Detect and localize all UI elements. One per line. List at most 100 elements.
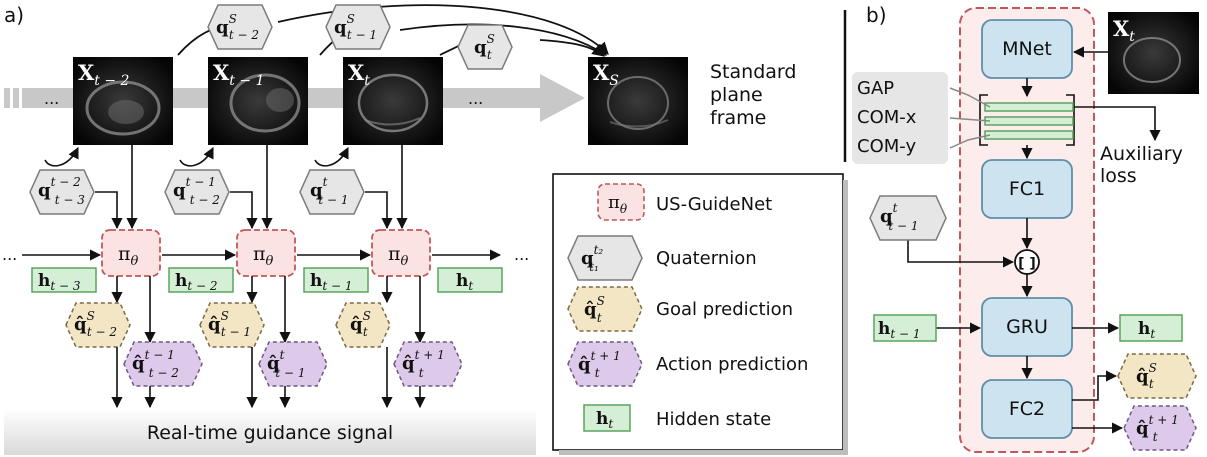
- frame-label-standard: XS: [593, 60, 619, 89]
- quat-sup: t − 2: [51, 175, 81, 189]
- quat-sym: q: [880, 206, 893, 227]
- action-sym: q̂: [402, 353, 415, 374]
- recurrent-ellipsis-right: ...: [514, 245, 529, 264]
- action-out-hex: [1123, 405, 1197, 451]
- action-sup: t: [280, 348, 285, 362]
- policy-sub: θ: [266, 254, 274, 269]
- legend-swatch-guidenet: [597, 183, 645, 221]
- quat-sup: S: [487, 32, 495, 46]
- goal-sym: q̂: [208, 314, 221, 335]
- fc1-label: FC1: [1009, 178, 1045, 200]
- frame-label-sub: t − 2: [94, 73, 129, 89]
- action-sup: t + 1: [1149, 413, 1179, 427]
- legend-sym: q̂: [578, 354, 591, 375]
- prev-quat-hex: [869, 195, 947, 241]
- output-arrows: [111, 276, 426, 344]
- quat-sub: t − 1: [888, 219, 918, 233]
- transition-quat-hex-2: [164, 169, 230, 215]
- legend-sub: t: [608, 417, 613, 431]
- hidden-sub: t − 2: [187, 279, 217, 293]
- hidden-sub: t − 1: [890, 327, 920, 341]
- action-hex-3: [393, 341, 463, 387]
- legend-sub: t₁: [589, 260, 599, 274]
- policy-box-1: [101, 229, 161, 277]
- goal-sup: S: [221, 309, 229, 323]
- goal-hex-3: [335, 302, 391, 348]
- quat-sup: t: [323, 175, 328, 189]
- h-out-box: [1119, 314, 1183, 342]
- hidden-sym: h: [878, 319, 890, 339]
- policy-label-1: πθ: [118, 243, 139, 269]
- legend-sup: t₂: [594, 243, 604, 257]
- legend-label-goal: Goal prediction: [656, 299, 793, 320]
- quat-sym: q: [334, 17, 347, 38]
- legend-sup: t + 1: [591, 349, 621, 363]
- us-frame-t-2: [73, 57, 173, 145]
- action-hex-1: [123, 341, 203, 387]
- goal-sym: q̂: [74, 314, 87, 335]
- frame-label-sub: S: [609, 73, 619, 89]
- quat-sym: q: [310, 180, 323, 201]
- policy-sym: π: [388, 243, 401, 265]
- hidden-label-2: ht − 2: [175, 271, 218, 293]
- hidden-label-1: ht − 3: [38, 271, 81, 293]
- us-frame-standard: [588, 57, 688, 145]
- transition-quat-hex-1: [29, 169, 95, 215]
- legend-sub: t: [597, 311, 602, 325]
- hidden-sub: t − 1: [322, 279, 352, 293]
- quat-sym: q: [173, 180, 186, 201]
- hidden-box-4: [437, 267, 503, 293]
- goal-sub: t: [1149, 377, 1154, 391]
- aux-feature-box: [852, 72, 948, 164]
- panel-b-arrows: [907, 46, 1124, 434]
- legend-sub: t: [595, 366, 600, 380]
- action-hex-2: [258, 341, 328, 387]
- hidden-sub: t: [1150, 327, 1155, 341]
- action-sub: t: [1153, 430, 1158, 444]
- frame-label-sym: X: [348, 60, 365, 85]
- standard-caption-line3: frame: [710, 107, 766, 129]
- frame-label-sub: t: [1129, 29, 1135, 45]
- frame-label-t-1: Xt − 1: [213, 60, 264, 89]
- frame-label-sym: X: [78, 60, 95, 85]
- legend-swatch-hidden: [583, 404, 631, 432]
- legend-swatch-action: [567, 341, 643, 387]
- policy-box-2: [236, 229, 296, 277]
- feature-bars: [979, 94, 1075, 146]
- timeline-ellipsis-left: ...: [44, 89, 59, 108]
- legend-label-action: Action prediction: [656, 354, 808, 375]
- goal-sup: S: [363, 309, 371, 323]
- fc2-label: FC2: [1009, 398, 1045, 420]
- h-in-box: [873, 314, 937, 342]
- guidance-bar: [4, 409, 536, 455]
- goal-hex-1: [65, 302, 131, 348]
- action-sym: q̂: [1136, 418, 1149, 439]
- policy-sym: π: [253, 243, 266, 265]
- policy-label-3: πθ: [388, 243, 409, 269]
- hidden-box-3: [303, 267, 369, 293]
- quat-sub: t − 2: [190, 193, 220, 207]
- hidden-sym: h: [1138, 319, 1150, 339]
- quat-sym: q: [38, 180, 51, 201]
- legend-swatch-hidden-text: ht: [596, 409, 613, 431]
- us-frame-t-1: [208, 57, 308, 145]
- transition-quat-hex-3: [299, 169, 365, 215]
- goal-sup: S: [1149, 361, 1157, 375]
- quat-sub: t − 2: [229, 28, 259, 42]
- h-in-label: ht − 1: [878, 319, 921, 341]
- legend-label-hidden: Hidden state: [656, 409, 771, 430]
- frame-label-sym: X: [1113, 16, 1130, 41]
- aux-loss-line2: loss: [1100, 165, 1137, 187]
- hidden-sym: h: [456, 271, 468, 291]
- hidden-label-3: ht − 1: [310, 271, 353, 293]
- policy-sub: θ: [131, 254, 139, 269]
- legend-label-guidenet: US-GuideNet: [656, 194, 772, 215]
- goal-sub: t − 2: [87, 325, 117, 339]
